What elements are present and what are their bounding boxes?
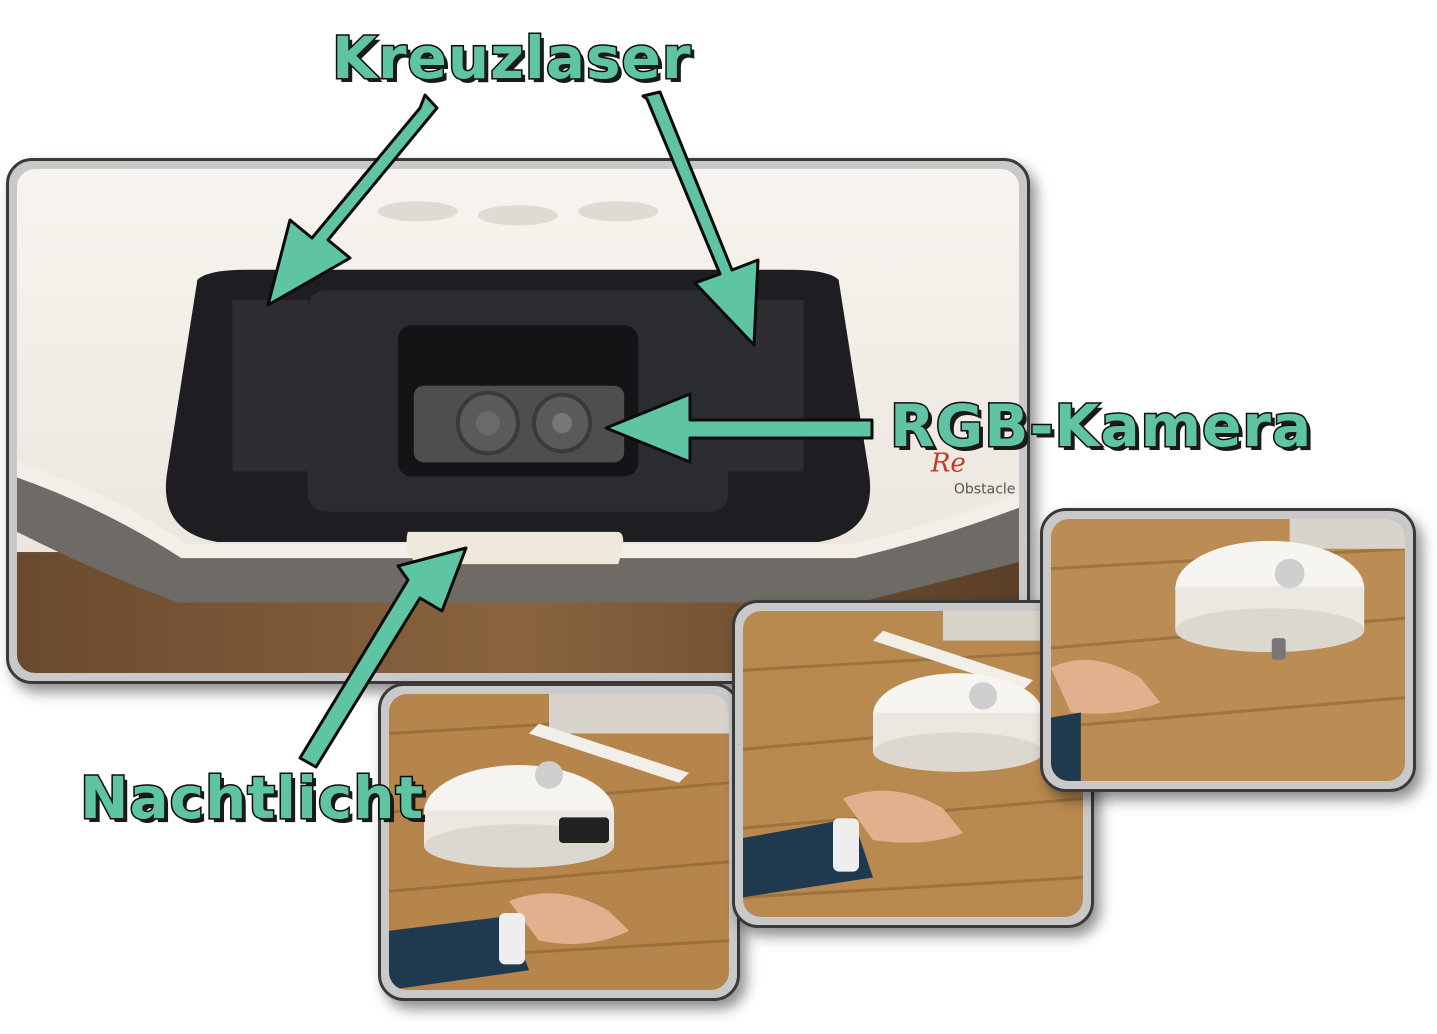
robot-approach-hand-2-image (743, 611, 1083, 917)
robot-front-closeup-image: Re Obstacle R (17, 169, 1019, 673)
label-rgb-camera: RGB-Kamera (888, 391, 1313, 462)
robot-approach-hand-3-image (1051, 519, 1405, 781)
robot-approach-hand-1-image (389, 694, 729, 990)
sequence-photo-1-frame (378, 683, 740, 1001)
sequence-photo-2-frame (732, 600, 1094, 928)
label-crosslaser: Kreuzlaser (330, 23, 692, 94)
label-nightlight: Nachtlicht (78, 763, 425, 834)
svg-text:Re: Re (930, 448, 966, 478)
sequence-illustration-1 (389, 694, 729, 990)
robot-front-illustration: Re Obstacle R (17, 169, 1019, 673)
sequence-illustration-3 (1051, 519, 1405, 781)
sequence-photo-3-frame (1040, 508, 1416, 792)
svg-text:Obstacle R: Obstacle R (954, 482, 1019, 498)
sequence-illustration-2 (743, 611, 1083, 917)
